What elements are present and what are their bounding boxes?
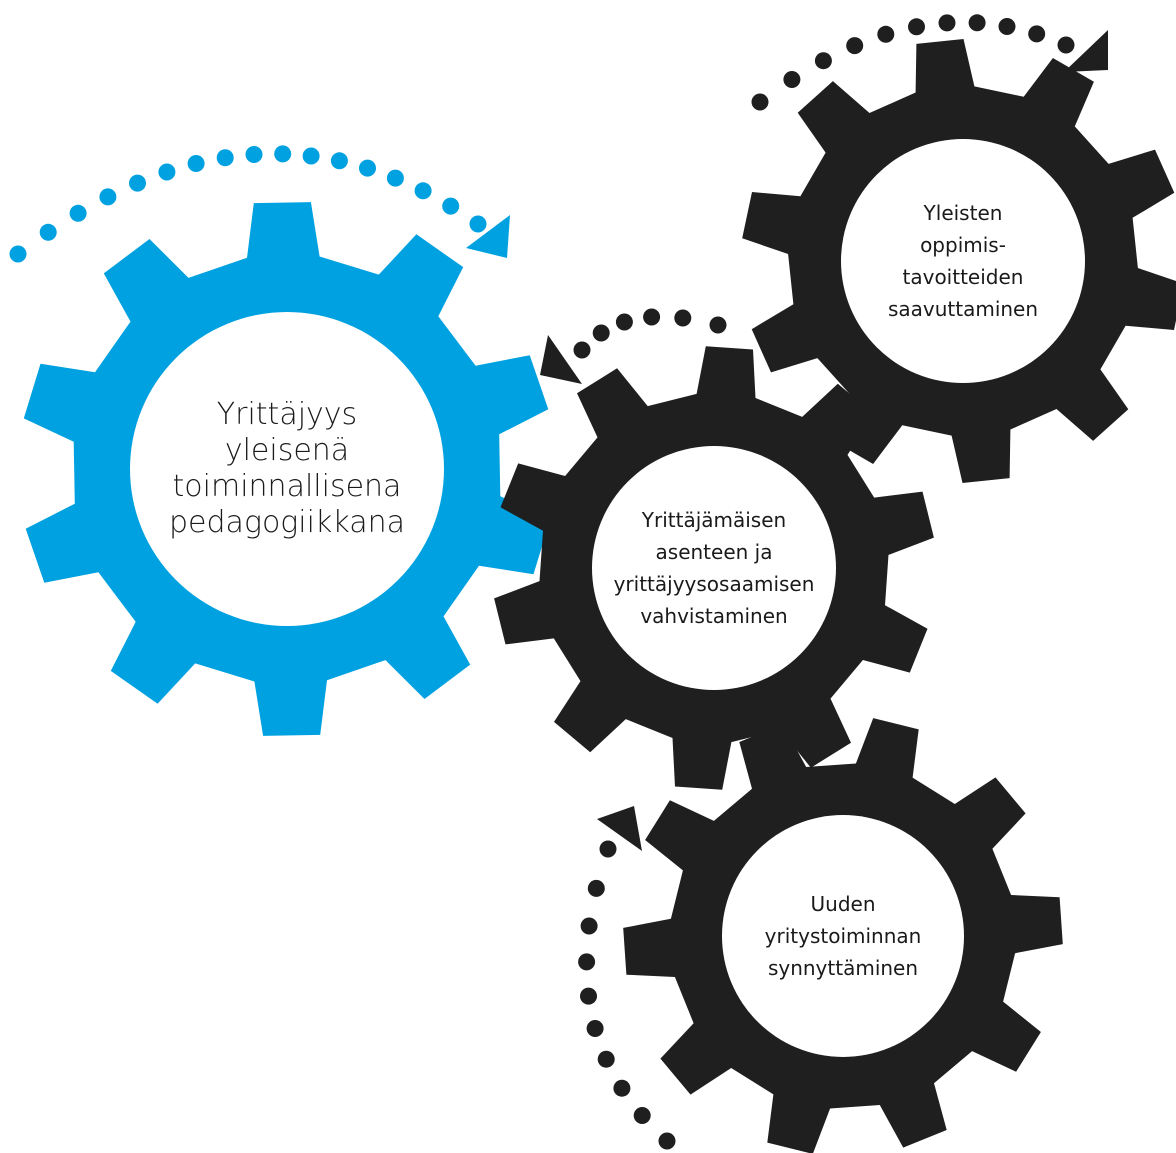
- arrow-dot: [633, 1107, 651, 1124]
- arrow-dot: [908, 18, 925, 36]
- arrow-dot: [877, 25, 895, 43]
- gear-label-primary: Yrittäjyys yleisenä toiminnallisena peda…: [137, 397, 437, 541]
- gear-label-middle: Yrittäjämäisen asenteen ja yrittäjyysosa…: [594, 504, 834, 632]
- gear-center: [841, 139, 1085, 383]
- arrow-dot: [599, 840, 617, 858]
- arrow-dot: [302, 147, 320, 165]
- gear-center: [722, 815, 964, 1057]
- bottom-arrow: [578, 806, 676, 1150]
- arrowhead-icon: [540, 335, 582, 384]
- arrow-dot: [613, 1079, 631, 1097]
- arrow-dot: [39, 223, 57, 241]
- gear-label-line: Yleisten: [923, 201, 1003, 225]
- arrow-dot: [129, 174, 146, 192]
- arrowhead-icon: [597, 806, 642, 851]
- arrow-dot: [99, 188, 117, 206]
- gear-label-line: synnyttäminen: [767, 956, 919, 980]
- arrow-dot: [814, 52, 832, 70]
- arrow-dot: [658, 1132, 676, 1150]
- gear-label-line: pedagogiikkana: [169, 505, 405, 540]
- arrow-dot: [615, 313, 633, 331]
- arrow-dot: [69, 204, 87, 222]
- arrow-dot: [968, 14, 986, 32]
- arrow-dot: [998, 18, 1016, 35]
- gear-label-line: vahvistaminen: [640, 604, 788, 628]
- gear-label-top-right: Yleisten oppimis- tavoitteiden saavuttam…: [863, 197, 1063, 325]
- arrow-dot: [187, 155, 205, 172]
- arrow-dot: [359, 159, 376, 177]
- arrow-dot: [643, 308, 661, 326]
- arrow-dot: [386, 169, 404, 187]
- arrow-dot: [1028, 25, 1046, 43]
- arrow-dot: [274, 145, 292, 163]
- gear-middle: [494, 346, 934, 790]
- gear-label-line: tavoitteiden: [902, 265, 1024, 289]
- arrow-dot: [674, 309, 692, 327]
- arrow-dot: [330, 152, 348, 170]
- arrowhead-icon: [466, 215, 510, 258]
- arrow-dot: [216, 149, 234, 167]
- gear-center: [130, 312, 444, 626]
- arrow-dot: [245, 146, 263, 163]
- arrow-dot: [709, 316, 727, 334]
- gear-label-line: Yrittäjämäisen: [641, 508, 787, 532]
- middle-arrow: [540, 308, 727, 384]
- arrow-dot: [9, 245, 27, 263]
- gear-primary: [23, 202, 551, 736]
- arrow-dot: [580, 987, 597, 1005]
- arrow-dot: [469, 215, 487, 233]
- gear-label-line: toiminnallisena: [172, 469, 402, 504]
- arrowhead-icon: [1064, 30, 1108, 72]
- gear-top-right: [742, 39, 1176, 483]
- blue-arrow: [9, 145, 510, 263]
- arrow-dot: [783, 71, 801, 88]
- arrow-dot: [580, 917, 598, 935]
- gear-label-line: yritystoiminnan: [764, 924, 922, 948]
- gear-center: [592, 446, 836, 690]
- arrow-dot: [587, 879, 605, 897]
- gear-label-line: yleisenä: [224, 433, 350, 468]
- gear-label-line: Yrittäjyys: [216, 397, 358, 432]
- arrow-dot: [442, 197, 460, 215]
- gear-label-bottom: Uuden yritystoiminnan synnyttäminen: [733, 888, 953, 984]
- arrow-dot: [846, 37, 864, 55]
- arrow-dot: [938, 14, 956, 32]
- arrow-dot: [158, 163, 176, 181]
- arrow-dot: [573, 341, 591, 359]
- gear-label-line: oppimis-: [920, 233, 1006, 257]
- gear-label-line: Uuden: [810, 892, 876, 916]
- gear-label-line: yrittäjyysosaamisen: [613, 572, 815, 596]
- arrow-dot: [592, 324, 610, 342]
- arrow-dot: [414, 182, 432, 200]
- top-arrow: [751, 14, 1108, 111]
- arrow-dot: [578, 953, 596, 971]
- arrow-dot: [751, 93, 769, 111]
- arrow-dot: [586, 1020, 604, 1037]
- arrow-dot: [597, 1050, 615, 1068]
- gear-bottom: [623, 718, 1063, 1153]
- gear-label-line: asenteen ja: [655, 540, 773, 564]
- gear-label-line: saavuttaminen: [887, 297, 1039, 321]
- arrow-dot: [1057, 36, 1075, 54]
